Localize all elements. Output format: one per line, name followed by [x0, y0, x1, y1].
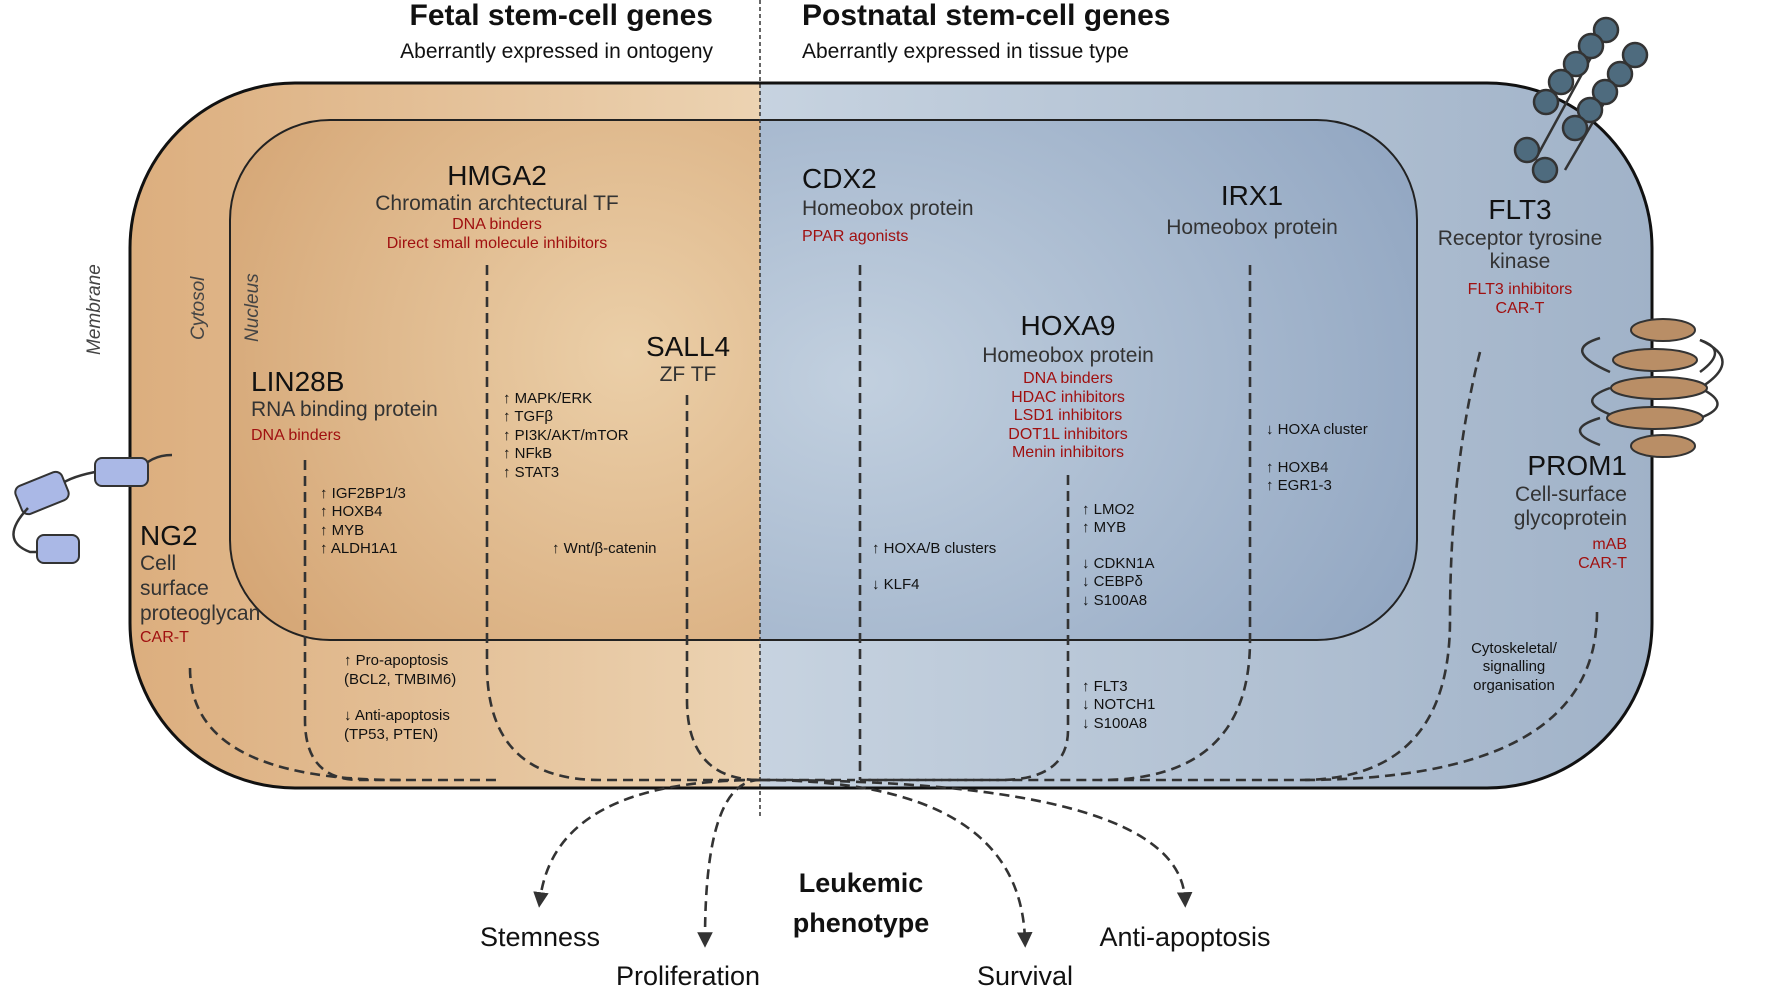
hoxa9-drug: LSD1 inhibitors — [1014, 407, 1123, 424]
sall4-desc: ZF TF — [660, 363, 717, 386]
gene-flt3: FLT3 Receptor tyrosine kinase FLT3 inhib… — [1438, 194, 1603, 317]
leukemic-phenotype: Leukemic phenotype Stemness Proliferatio… — [480, 868, 1271, 991]
gene-hoxa9: HOXA9 Homeobox protein DNA binders HDAC … — [982, 310, 1155, 732]
gene-irx1: IRX1 Homeobox protein ↓ HOXA cluster ↑ H… — [1166, 180, 1368, 494]
gene-lin28b: LIN28B RNA binding protein DNA binders ↑… — [251, 366, 438, 557]
hmga2-effect: ↑ STAT3 — [503, 464, 559, 481]
ng2-protein-icon — [12, 453, 173, 564]
phenotype-label-line1: Leukemic — [799, 868, 924, 898]
gene-ng2: NG2 Cell surface proteoglycan CAR-T — [140, 520, 260, 646]
flt3-receptor-icon — [1513, 16, 1649, 184]
cdx2-drug: PPAR agonists — [802, 228, 908, 245]
nucleus — [230, 120, 1417, 640]
prom1-drug: CAR-T — [1578, 555, 1627, 572]
lin28b-desc: RNA binding protein — [251, 398, 438, 421]
hmga2-desc: Chromatin archtectural TF — [375, 192, 619, 215]
cdx2-effect: ↓ KLF4 — [872, 576, 920, 593]
sall4-name: SALL4 — [646, 331, 730, 362]
prom1-protein-icon — [1578, 318, 1724, 458]
ng2-desc: Cell — [140, 552, 176, 575]
apoptosis-line: (TP53, PTEN) — [344, 726, 438, 743]
prom1-desc: Cell-surface — [1515, 483, 1627, 506]
gene-cdx2: CDX2 Homeobox protein PPAR agonists ↑ HO… — [802, 163, 996, 593]
membrane-label: Membrane — [84, 264, 105, 355]
nucleus-fetal-region — [230, 120, 760, 640]
hoxa9-desc: Homeobox protein — [982, 344, 1154, 367]
nucleus-label: Nucleus — [242, 273, 263, 342]
hoxa9-nuclear-effect: ↓ CDKN1A — [1082, 555, 1155, 572]
hmga2-drug-1: DNA binders — [452, 216, 542, 233]
flt3-desc: Receptor tyrosine — [1438, 227, 1603, 250]
cytosol-label: Cytosol — [188, 276, 209, 340]
prom1-effect: Cytoskeletal/ — [1471, 640, 1558, 657]
prom1-drug: mAB — [1592, 536, 1627, 553]
ng2-name: NG2 — [140, 520, 198, 551]
nucleus-outline — [229, 119, 1418, 641]
hoxa9-nuclear-effect: ↓ S100A8 — [1082, 592, 1147, 609]
postnatal-subtitle: Aberrantly expressed in tissue type — [802, 40, 1129, 63]
hoxa9-drug: DNA binders — [1023, 370, 1113, 387]
gene-hmga2: HMGA2 Chromatin archtectural TF DNA bind… — [375, 160, 629, 481]
hmga2-name: HMGA2 — [447, 160, 547, 191]
hoxa9-nuclear-effect: ↓ CEBPδ — [1082, 573, 1143, 590]
ng2-drug: CAR-T — [140, 629, 189, 646]
ng2-desc: surface — [140, 577, 209, 600]
signalling-paths — [188, 265, 1599, 948]
irx1-desc: Homeobox protein — [1166, 216, 1338, 239]
fetal-title: Fetal stem-cell genes — [410, 0, 713, 32]
irx1-effect: ↑ EGR1-3 — [1266, 477, 1332, 494]
flt3-desc: kinase — [1490, 250, 1551, 273]
hoxa9-cytosol-effect: ↑ FLT3 — [1082, 678, 1128, 695]
hoxa9-cytosol-effect: ↓ NOTCH1 — [1082, 696, 1155, 713]
hoxa9-drug: Menin inhibitors — [1012, 444, 1124, 461]
hoxa9-name: HOXA9 — [1021, 310, 1116, 341]
outcome-survival: Survival — [977, 961, 1073, 991]
hmga2-effect: ↑ TGFβ — [503, 408, 553, 425]
outcome-stemness: Stemness — [480, 922, 600, 952]
prom1-effect: signalling — [1483, 658, 1546, 675]
hmga2-effect: ↑ MAPK/ERK — [503, 390, 592, 407]
cdx2-effect: ↑ HOXA/B clusters — [872, 540, 996, 557]
prom1-effect: organisation — [1473, 677, 1555, 694]
hmga2-drug-2: Direct small molecule inhibitors — [387, 235, 608, 252]
nucleus-postnatal-region — [760, 120, 1417, 640]
gene-prom1: PROM1 Cell-surface glycoprotein mAB CAR-… — [1471, 450, 1627, 694]
apoptosis-line: ↑ Pro-apoptosis — [344, 652, 448, 669]
gene-sall4: SALL4 ZF TF ↑ Wnt/β-catenin — [552, 331, 730, 557]
lin28b-effect: ↑ IGF2BP1/3 — [320, 485, 406, 502]
apoptosis-line: ↓ Anti-apoptosis — [344, 707, 450, 724]
phenotype-label-line2: phenotype — [793, 908, 930, 938]
lin28b-drug: DNA binders — [251, 427, 341, 444]
lin28b-effect: ↑ HOXB4 — [320, 503, 383, 520]
outcome-proliferation: Proliferation — [616, 961, 760, 991]
prom1-desc: glycoprotein — [1514, 507, 1627, 530]
hoxa9-drug: DOT1L inhibitors — [1008, 426, 1127, 443]
lin28b-effect: ↑ MYB — [320, 522, 364, 539]
hoxa9-nuclear-effect: ↑ MYB — [1082, 519, 1126, 536]
lin28b-effect: ↑ ALDH1A1 — [320, 540, 398, 557]
outcome-anti-apoptosis: Anti-apoptosis — [1099, 922, 1270, 952]
hoxa9-cytosol-effect: ↓ S100A8 — [1082, 715, 1147, 732]
irx1-name: IRX1 — [1221, 180, 1283, 211]
apoptosis-line: (BCL2, TMBIM6) — [344, 671, 456, 688]
cdx2-name: CDX2 — [802, 163, 877, 194]
ng2-desc: proteoglycan — [140, 602, 260, 625]
postnatal-title: Postnatal stem-cell genes — [802, 0, 1170, 32]
irx1-effect: ↓ HOXA cluster — [1266, 421, 1368, 438]
irx1-effect: ↑ HOXB4 — [1266, 459, 1329, 476]
fetal-subtitle: Aberrantly expressed in ontogeny — [400, 40, 713, 63]
hmga2-effect: ↑ PI3K/AKT/mTOR — [503, 427, 629, 444]
apoptosis-effects: ↑ Pro-apoptosis (BCL2, TMBIM6) ↓ Anti-ap… — [344, 652, 456, 743]
hoxa9-nuclear-effect: ↑ LMO2 — [1082, 501, 1135, 518]
flt3-drug: CAR-T — [1496, 300, 1545, 317]
flt3-drug: FLT3 inhibitors — [1468, 281, 1573, 298]
hmga2-effect: ↑ NFkB — [503, 445, 552, 462]
sall4-effect: ↑ Wnt/β-catenin — [552, 540, 657, 557]
lin28b-name: LIN28B — [251, 366, 344, 397]
cdx2-desc: Homeobox protein — [802, 197, 974, 220]
prom1-name: PROM1 — [1527, 450, 1627, 481]
hoxa9-drug: HDAC inhibitors — [1011, 389, 1125, 406]
flt3-name: FLT3 — [1488, 194, 1551, 225]
